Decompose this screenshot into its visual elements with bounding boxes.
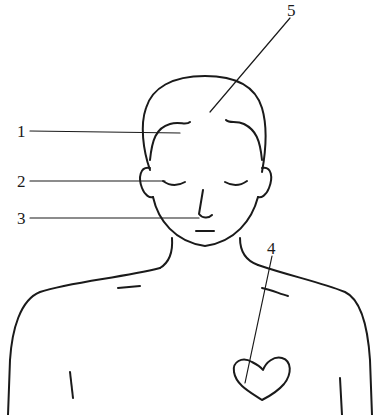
left-shoulder [8,268,160,415]
left-arm-line [70,372,73,398]
leader-line [210,18,290,112]
right-ear [258,168,271,197]
neck-right [240,238,258,265]
callout-number: 2 [17,173,26,190]
callout-number: 4 [267,240,276,257]
right-arm-line [340,378,342,415]
nose [199,190,212,218]
leader-line [30,180,165,181]
jaw [153,197,258,246]
callout-number: 5 [287,2,296,19]
right-eye [225,181,247,185]
hairline [150,120,262,160]
leader-line [30,217,199,218]
head-outline [143,76,266,172]
leader-line [30,131,180,133]
callout-number: 3 [17,210,26,227]
neck-left [160,238,172,268]
left-ear [140,168,153,197]
leader-line [245,256,272,383]
left-eye [163,181,185,185]
mouth [196,230,214,232]
left-collarbone [118,286,140,288]
callout-number: 1 [17,123,26,140]
right-collarbone [262,288,288,296]
heart-symbol [234,358,290,400]
